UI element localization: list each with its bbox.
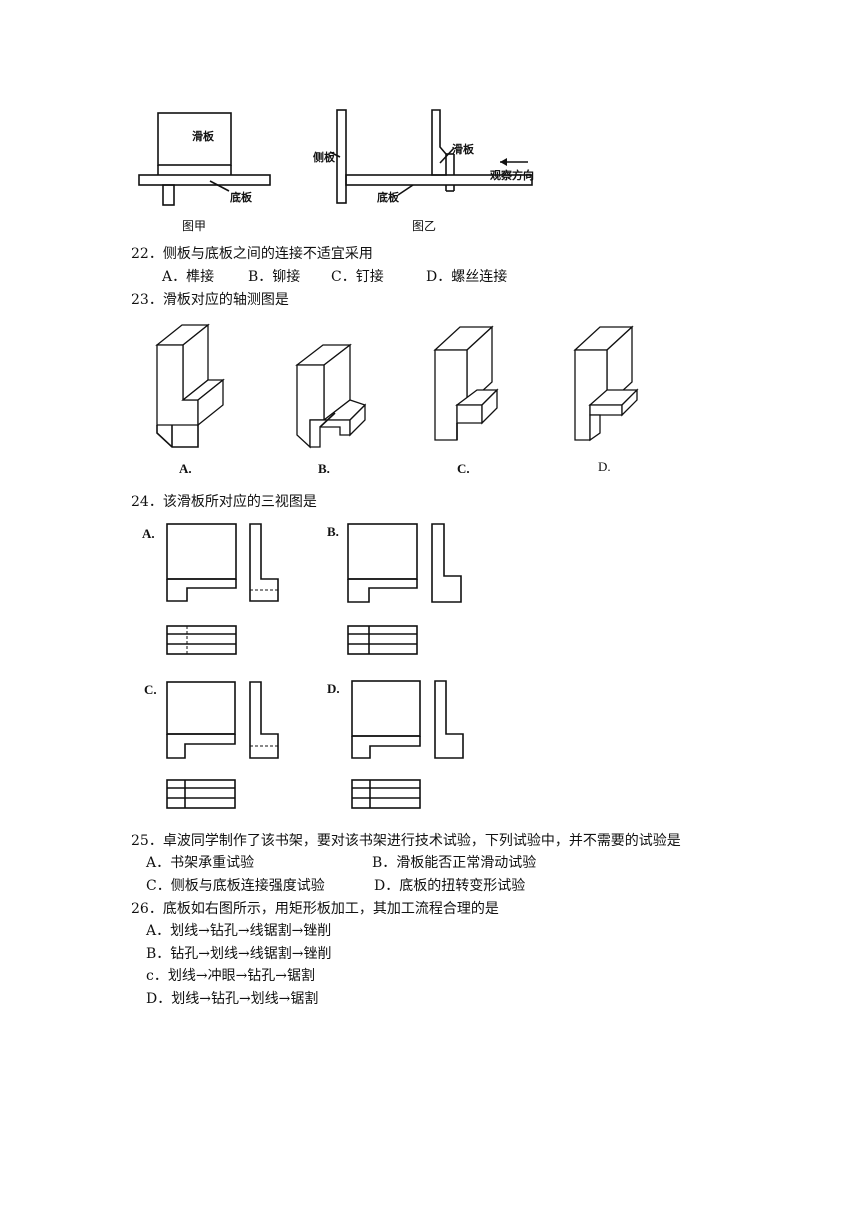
q26-stem: 26．底板如右图所示，用矩形板加工，其加工流程合理的是 [131,901,499,917]
jia-caption: 图甲 [182,219,207,233]
jia-slider-label: 滑板 [192,130,214,143]
q24-views-a [166,523,279,655]
q26-option-d: D．划线→钻孔→划线→锯割 [146,991,319,1007]
q22-stem: 22．侧板与底板之间的连接不适宜采用 [131,246,373,262]
q23-label-d: D. [598,459,611,474]
q25-option-a: A．书架承重试验 [146,855,255,871]
q24-label-b: B. [327,524,339,539]
q23-label-a: A. [179,461,192,476]
q22-option-c: C．钉接 [331,269,384,285]
q23-figure-a [155,323,225,448]
q25-option-b: B．滑板能否正常滑动试验 [372,855,537,871]
q26-option-b: B．钻孔→划线→线锯割→锉削 [146,946,332,962]
q25-option-d: D．底板的扭转变形试验 [374,878,526,894]
yi-slider-label: 滑板 [452,143,474,156]
q26-option-c: c．划线→冲眼→钻孔→锯割 [146,968,316,984]
q23-figure-b [295,343,367,449]
jia-base-label: 底板 [230,191,252,204]
q24-label-c: C. [144,682,157,697]
q23-figure-c [433,325,499,441]
figure-yi [329,109,533,204]
q25-option-c: C．侧板与底板连接强度试验 [146,878,325,894]
q23-stem: 23．滑板对应的轴测图是 [131,292,289,308]
q24-views-d [351,680,464,809]
q24-stem: 24．该滑板所对应的三视图是 [131,494,317,510]
figure-jia [138,112,271,206]
q22-option-a: A．榫接 [162,269,215,285]
q26-option-a: A．划线→钻孔→线锯割→锉削 [146,923,332,939]
yi-caption: 图乙 [412,219,437,233]
q23-figure-d [573,325,639,442]
q24-label-d: D. [327,681,340,696]
yi-base-label: 底板 [377,191,399,204]
q25-stem: 25．卓波同学制作了该书架，要对该书架进行技术试验，下列试验中，并不需要的试验是 [131,833,681,849]
q24-label-a: A. [142,526,155,541]
q22-option-d: D．螺丝连接 [426,269,508,285]
yi-view-label: 观察方向 [490,169,534,182]
q23-label-c: C. [457,461,470,476]
q24-views-b [347,523,462,655]
q24-views-c [166,681,279,809]
yi-side-label: 侧板 [313,151,335,164]
q23-label-b: B. [318,461,330,476]
q22-option-b: B．铆接 [248,269,301,285]
